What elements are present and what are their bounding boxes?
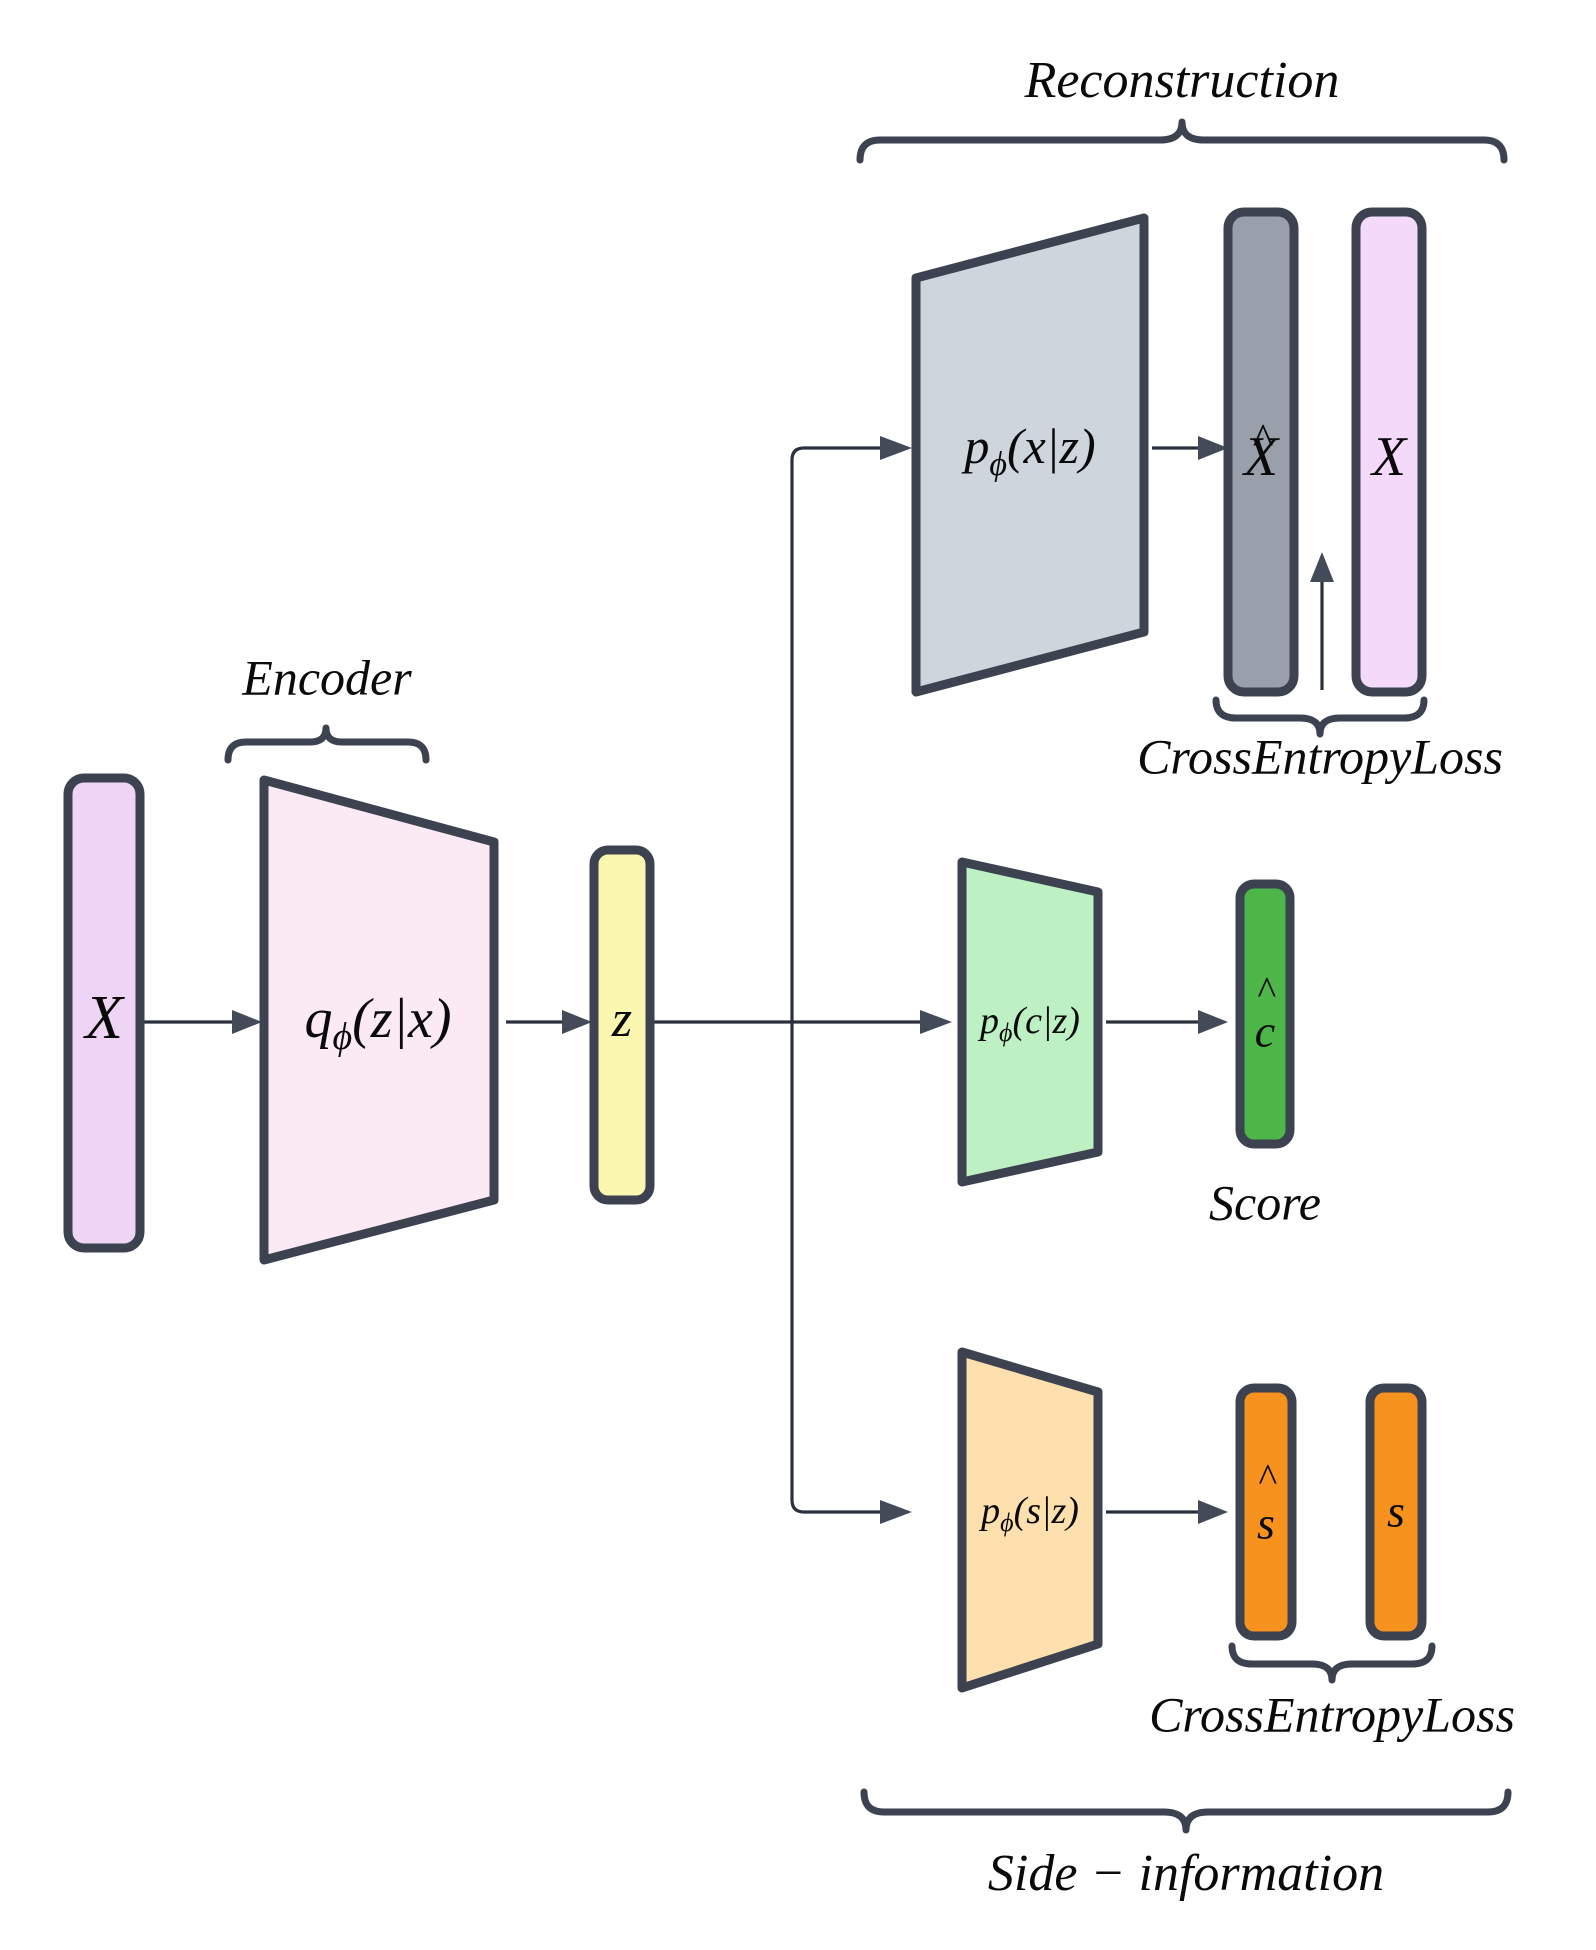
edge-decoder-x-to-xhat [1152,436,1228,460]
edge-xtarget-to-xhat [1310,552,1334,690]
node-input-x-label: X [82,984,125,1052]
node-x-hat[interactable]: ^ X [1223,207,1299,697]
edge-x-to-encoder [140,1010,262,1034]
node-latent-z[interactable]: z [589,845,655,1205]
edge-encoder-to-z [506,1010,592,1034]
node-decoder-x[interactable]: pϕ(x|z) [911,213,1149,697]
edge-decoder-s-to-shat [1106,1500,1228,1524]
node-s-hat[interactable]: s ^ [1235,1383,1297,1641]
node-decoder-s[interactable]: pϕ(s|z) [957,1347,1103,1693]
brace-cross-entropy-bottom: CrossEntropyLoss [1149,1642,1515,1742]
node-x-hat-base: X [1242,426,1281,488]
node-x-hat-label: ^ [1252,415,1273,464]
node-decoder-c-label: pϕ(c|z) [977,1000,1080,1047]
brace-encoder-label: Encoder [241,649,412,705]
brace-reconstruction-label: Reconstruction [1024,52,1340,109]
edge-decoder-c-to-chat [1106,1010,1228,1034]
node-input-x[interactable]: X [63,773,145,1253]
node-decoder-s-label: pϕ(s|z) [978,1490,1079,1537]
node-x-target-label: X [1370,426,1409,488]
brace-side-information-label: Side − information [988,1845,1384,1902]
node-encoder-label: qϕ(z|x) [304,988,451,1058]
label-score: Score [1209,1174,1321,1230]
node-s-target-label: s [1387,1486,1405,1537]
brace-reconstruction: Reconstruction [856,52,1508,164]
brace-cross-entropy-top-label: CrossEntropyLoss [1137,728,1503,784]
edge-bus-to-decoder-s [880,1500,912,1524]
node-s-hat-accent: ^ [1258,1455,1278,1500]
edge-bus-to-decoder-x [880,436,912,460]
label-score-text: Score [1209,1174,1321,1230]
node-s-target[interactable]: s [1365,1383,1427,1641]
brace-encoder: Encoder [224,649,430,764]
edge-bus-to-decoder-c [920,1010,952,1034]
node-decoder-c[interactable]: pϕ(c|z) [957,857,1103,1187]
node-s-hat-base: s [1257,1498,1275,1549]
brace-cross-entropy-top: CrossEntropyLoss [1137,696,1503,784]
node-c-hat-base: c [1255,1006,1275,1057]
brace-side-information: Side − information [860,1788,1512,1902]
brace-cross-entropy-bottom-label: CrossEntropyLoss [1149,1686,1515,1742]
edge-z-to-bus [650,446,920,1514]
node-latent-z-label: z [611,991,632,1048]
node-c-hat[interactable]: c ^ [1235,879,1295,1149]
node-x-target[interactable]: X [1351,207,1427,697]
node-c-hat-accent: ^ [1257,968,1277,1013]
node-encoder[interactable]: qϕ(z|x) [259,775,499,1265]
node-decoder-x-label: pϕ(x|z) [961,418,1095,482]
